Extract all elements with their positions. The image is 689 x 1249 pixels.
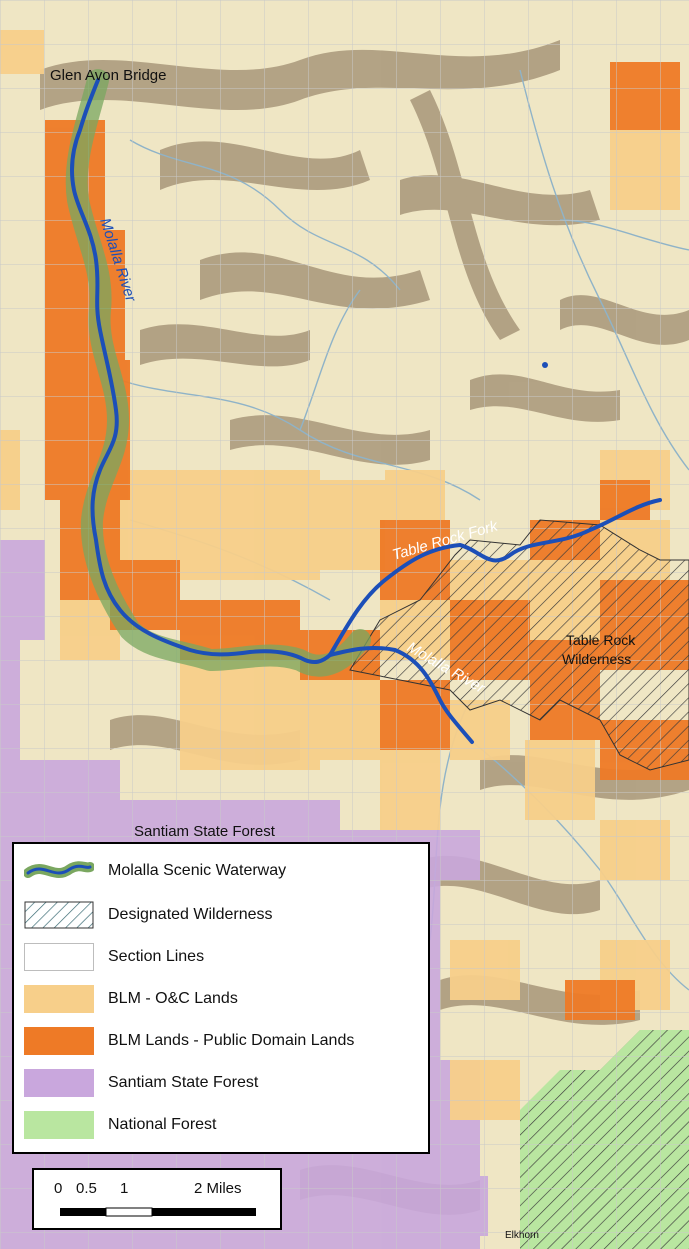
oc-lands-swatch (24, 985, 94, 1013)
legend-label: Designated Wilderness (108, 906, 273, 923)
glen-avon-bridge-label: Glen Avon Bridge (50, 67, 166, 84)
legend-label: Section Lines (108, 948, 205, 965)
waterbody-marker (542, 362, 548, 368)
elkhorn-label: Elkhorn (505, 1230, 539, 1241)
molalla-river-main (70, 78, 332, 665)
public-domain-swatch (24, 1027, 94, 1055)
scale-tick-2-miles: 2 Miles (194, 1180, 242, 1197)
legend-item-public-domain: BLM Lands - Public Domain Lands (24, 1026, 354, 1056)
scenic-waterway-swatch (24, 861, 94, 878)
state-forest-swatch (24, 1069, 94, 1097)
legend-item-section-lines: Section Lines (24, 942, 204, 972)
legend-item-designated-wilderness: Designated Wilderness (24, 900, 273, 930)
table-rock-wilderness-label-2: Wilderness (562, 651, 631, 667)
legend-item-national-forest: National Forest (24, 1110, 217, 1140)
santiam-state-forest-label: Santiam State Forest (134, 823, 276, 840)
legend-item-state-forest: Santiam State Forest (24, 1068, 258, 1098)
wilderness-hatch-swatch (24, 901, 94, 929)
scale-tick-1: 1 (120, 1180, 129, 1197)
legend-label: BLM - O&C Lands (108, 990, 238, 1007)
legend-label: National Forest (108, 1116, 217, 1133)
scale-bar-graphic (60, 1207, 256, 1217)
legend-item-oc-lands: BLM - O&C Lands (24, 984, 238, 1014)
section-lines-swatch (24, 943, 94, 971)
legend-label: Santiam State Forest (108, 1074, 259, 1091)
legend-item-scenic-waterway: Molalla Scenic Waterway (24, 856, 286, 886)
scale-bar: 0 0.5 1 2 Miles (32, 1168, 282, 1230)
table-rock-wilderness-label-1: Table Rock (566, 632, 636, 648)
molalla-river-south (328, 645, 474, 744)
national-forest-swatch (24, 1111, 94, 1139)
legend-label: Molalla Scenic Waterway (108, 862, 287, 879)
scale-tick-half: 0.5 (76, 1180, 97, 1197)
table-rock-fork (328, 498, 662, 657)
scale-tick-0: 0 (54, 1180, 63, 1197)
map-legend: Molalla Scenic Waterway Designated Wilde… (12, 842, 430, 1154)
legend-label: BLM Lands - Public Domain Lands (108, 1032, 355, 1049)
